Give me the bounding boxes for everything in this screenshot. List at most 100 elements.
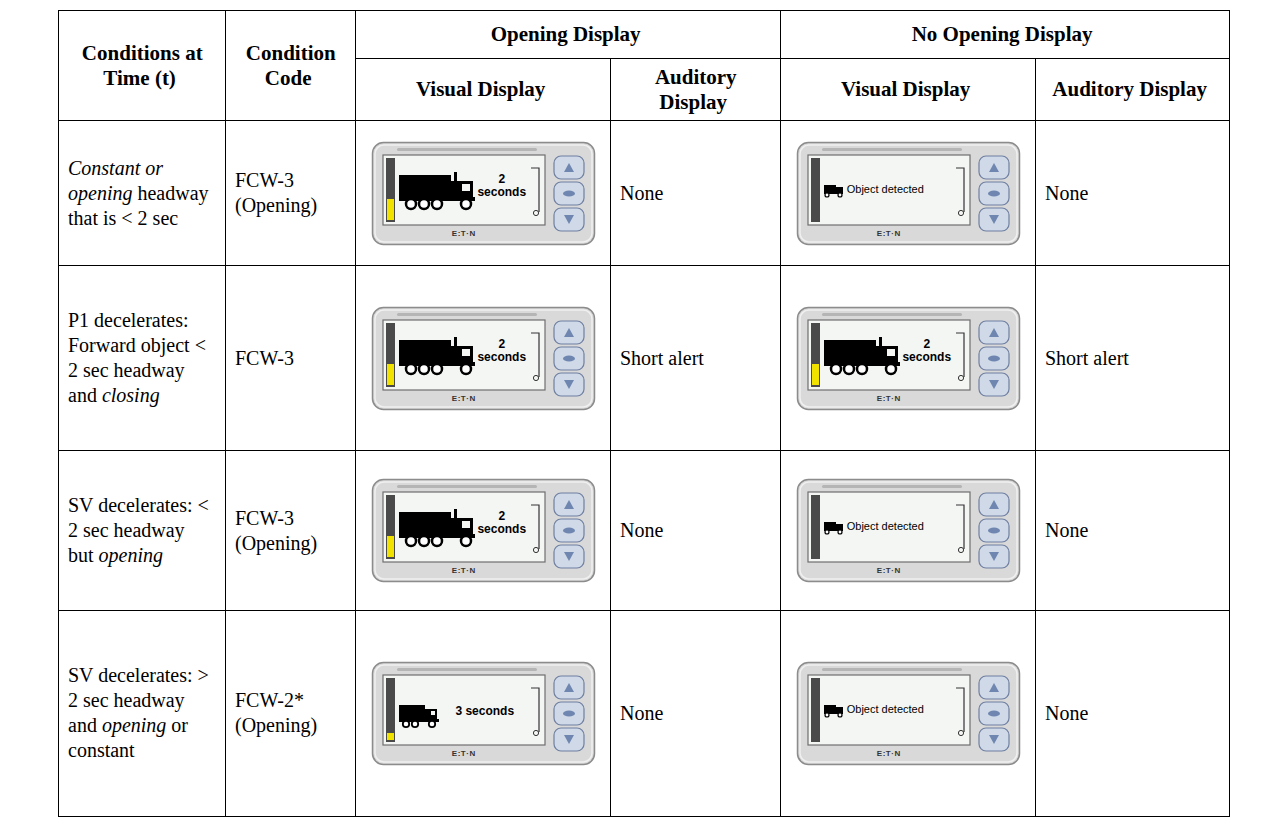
display-shape [824,705,836,714]
display-shape [800,145,1017,242]
display-shape [838,193,842,197]
screen-text: Object detected [847,703,953,716]
display-shape [554,545,584,568]
table-cell: None [610,450,782,612]
display-shape [554,208,584,231]
display-shape [387,199,394,220]
display-shape [824,522,836,531]
display-shape [419,364,429,374]
display-shape [462,349,470,356]
table-cell: Short alert [1035,265,1230,452]
display-shape [403,721,409,727]
display-shape [372,662,594,764]
header-text: Opening Display [491,22,641,46]
display-shape [554,373,584,396]
display-shape [554,156,584,179]
brand-logo: E:T·N [383,394,545,404]
header-text: Auditory Display [1052,77,1207,101]
cell-text: Auditory Display [1045,77,1220,102]
display-shape [822,148,962,151]
display-shape [432,364,442,374]
display-shape [988,528,1000,534]
header-cell: Visual Display [780,58,1037,122]
cell-text: Auditory Display [620,65,772,115]
display-shape [432,536,442,546]
cell-text: Short alert [1045,347,1129,369]
display-shape [797,307,1019,409]
display-shape [397,668,537,671]
display-shape [844,364,854,374]
display-shape [800,665,1017,762]
eaton-display: Object detectedE:T·N [796,661,1021,766]
display-shape [399,705,425,720]
display-shape [989,552,999,561]
display-shape [979,156,1009,179]
cell-text: SV decelerates: < 2 sec headway butopeni… [68,493,217,568]
cell-text: Short alert [620,346,709,371]
brand-logo: E:T·N [808,749,970,759]
cell-text: FCW-3 [235,346,299,371]
display-shape [838,713,842,717]
display-shape [531,505,539,549]
display-shape [425,709,437,720]
display-shape [564,215,574,224]
brand-logo: E:T·N [808,394,970,404]
header-cell: Opening Display [355,10,782,60]
cell-text: None [620,182,663,204]
display-shape [383,155,545,225]
display-shape [386,158,395,222]
display-shape [989,683,999,692]
display-shape [979,182,1009,205]
header-cell: Conditions at Time (t) [58,10,227,122]
display-shape [387,364,394,385]
header-text: Visual Display [841,77,970,101]
display-shape [533,548,538,553]
table-cell: 2 secondsE:T·N [355,265,612,452]
brand-logo: E:T·N [808,566,970,576]
display-shape [383,675,545,745]
cell-text: closing [102,384,160,406]
cell-text: None [620,701,668,726]
display-shape [989,735,999,744]
display-shape [800,482,1017,579]
screen-text: Object detected [847,520,953,533]
display-shape [979,347,1009,370]
display-shape [387,536,394,557]
table-cell: 2 secondsE:T·N [355,120,612,267]
eaton-display: Object detectedE:T·N [796,478,1021,583]
display-shape [979,545,1009,568]
display-shape [383,492,545,562]
display-shape [533,375,538,380]
header-text: Conditions at Time (t) [82,41,203,90]
cell-text: None [620,518,668,543]
table-cell: None [610,610,782,817]
table-cell: 3 secondsE:T·N [355,610,612,817]
display-shape [822,485,962,488]
cell-text: Short alert [1045,346,1134,371]
display-shape [533,210,538,215]
header-cell: Auditory Display [610,58,782,122]
display-shape [554,347,584,370]
display-shape [958,548,963,553]
cell-text: None [1045,182,1088,204]
eaton-display: 2 secondsE:T·N [371,141,596,246]
header-cell: Auditory Display [1035,58,1230,122]
cell-text: Short alert [620,347,704,369]
display-shape [988,355,1000,361]
display-shape [822,668,962,671]
header-cell: Visual Display [355,58,612,122]
table-cell: FCW-3 (Opening) [225,120,357,267]
display-shape [989,500,999,509]
display-shape [989,328,999,337]
display-shape [988,190,1000,196]
display-shape [886,364,896,374]
header-cell: No Opening Display [780,10,1230,60]
cell-text: opening [99,544,163,566]
eaton-display: 2 secondsE:T·N [371,306,596,411]
cell-text: Conditions at Time (t) [68,41,217,91]
screen-text: 2 seconds [475,338,529,364]
display-shape [419,536,429,546]
display-shape [372,307,594,409]
display-shape [461,364,471,374]
display-shape [406,199,416,209]
